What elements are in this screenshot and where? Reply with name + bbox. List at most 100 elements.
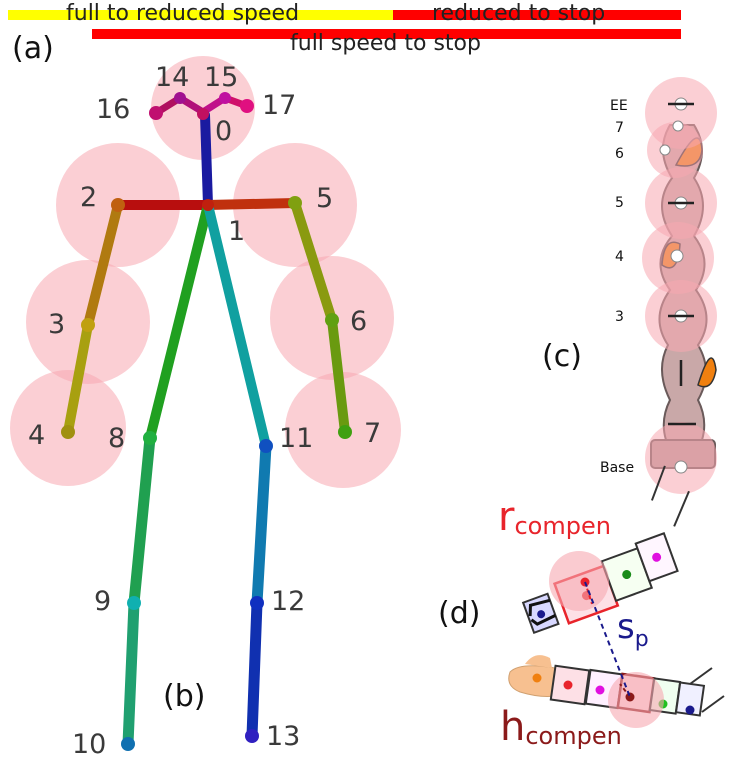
robot-joint-base [674, 460, 688, 474]
joint-label-12: 12 [271, 586, 305, 617]
limb-1-5 [203, 198, 300, 210]
human-dot-1 [563, 680, 573, 690]
label-s-sub: p [635, 627, 649, 652]
robot-sphere-6 [647, 122, 703, 178]
joint-11 [259, 439, 273, 453]
joint-12 [250, 596, 264, 610]
human-cable-1 [689, 667, 713, 685]
label-full-to-stop: full speed to stop [290, 31, 481, 56]
speed-bars: full to reduced speed reduced to stop fu… [8, 1, 681, 56]
joint-label-11: 11 [279, 423, 313, 454]
joint-label-3: 3 [48, 309, 65, 340]
joint-label-9: 9 [94, 586, 111, 617]
label-full-to-reduced: full to reduced speed [66, 1, 299, 26]
joint-17 [240, 99, 254, 113]
r-compen-sphere [549, 551, 609, 611]
compensation-diagram [508, 465, 725, 728]
limb-11-12 [251, 440, 272, 609]
human-cable-2 [701, 695, 725, 713]
limb-9-10 [122, 597, 140, 750]
limb-3-4 [63, 320, 93, 437]
label-s-main: s [617, 607, 635, 647]
limb-8-9 [128, 432, 156, 609]
robot-label-3: 3 [615, 309, 624, 325]
robot-label-5: 5 [615, 195, 624, 211]
joint-9 [127, 596, 141, 610]
joint-label-14: 14 [155, 62, 189, 93]
label-reduced-to-stop: reduced to stop [432, 1, 605, 26]
panel-label-b: (b) [163, 679, 205, 714]
joint-6 [325, 313, 339, 327]
human-dot-5 [685, 705, 695, 715]
robot-joint-6 [659, 144, 671, 156]
human-thumb [525, 655, 552, 668]
joint-label-17: 17 [262, 90, 296, 121]
label-h-main: h [500, 704, 525, 750]
joint-label-16: 16 [96, 94, 130, 125]
robot-gripper-fingers [528, 598, 557, 626]
label-s-p: sp [617, 607, 649, 652]
human-dot-hand [532, 673, 542, 683]
joint-3 [81, 318, 95, 332]
robot-cable-2 [673, 490, 690, 527]
joint-1 [202, 199, 214, 211]
joint-label-1: 1 [228, 216, 245, 247]
limb-0-1 [200, 110, 213, 210]
h-compen-sphere [608, 672, 664, 728]
joint-10 [121, 737, 135, 751]
robot-label-ee: EE [610, 98, 628, 114]
robot-label-4: 4 [615, 249, 624, 265]
joint-16 [149, 106, 163, 120]
joint-label-6: 6 [350, 306, 367, 337]
robot-joint-7 [672, 120, 684, 132]
robot-joint-cover-2 [697, 357, 717, 388]
limb-1-8 [145, 200, 213, 443]
label-r-main: r [498, 494, 515, 540]
joint-0 [197, 108, 209, 120]
joint-4 [61, 425, 75, 439]
robot-dot-2 [622, 570, 632, 580]
label-h-compen: hcompen [500, 704, 622, 750]
robot-arm [642, 77, 717, 494]
robot-sphere-base [645, 422, 717, 494]
human-hand [508, 665, 556, 697]
robot-cable-1 [650, 465, 666, 501]
panel-label-a: (a) [12, 31, 54, 66]
bar-full-to-stop [92, 29, 681, 39]
joint-label-0: 0 [215, 116, 232, 147]
joint-label-7: 7 [364, 418, 381, 449]
robot-joint-4 [670, 249, 684, 263]
robot-label-7: 7 [615, 120, 624, 136]
joint-labels: 0 1 2 3 4 5 6 7 8 9 10 11 12 13 14 15 16… [28, 62, 381, 758]
joint-label-15: 15 [204, 62, 238, 93]
robot-label-6: 6 [615, 146, 624, 162]
limb-1-11 [203, 200, 271, 451]
joint-label-13: 13 [266, 721, 300, 752]
joint-15 [219, 92, 231, 104]
label-r-sub: compen [514, 512, 610, 540]
limb-5-6 [290, 198, 337, 325]
robot-label-base: Base [600, 460, 634, 476]
bar-reduced-to-stop [393, 10, 681, 20]
label-r-compen: rcompen [498, 494, 611, 540]
limb-12-13 [246, 597, 263, 742]
joint-5 [288, 196, 302, 210]
joint-label-4: 4 [28, 420, 45, 451]
joint-label-8: 8 [108, 423, 125, 454]
skeleton-joints [61, 92, 352, 751]
joint-label-2: 2 [80, 182, 97, 213]
panel-label-c: (c) [542, 339, 582, 374]
label-h-sub: compen [525, 722, 621, 750]
robot-dot-3 [652, 552, 662, 562]
limb-2-3 [83, 200, 123, 330]
joint-label-10: 10 [72, 729, 106, 758]
separation-distance-line [584, 581, 631, 698]
limb-6-7 [327, 315, 350, 437]
joint-7 [338, 425, 352, 439]
bar-full-to-reduced [8, 10, 393, 20]
robot-dot-gripper [537, 610, 546, 619]
joint-label-5: 5 [316, 183, 333, 214]
joint-13 [245, 729, 259, 743]
human-dot-2 [595, 685, 605, 695]
